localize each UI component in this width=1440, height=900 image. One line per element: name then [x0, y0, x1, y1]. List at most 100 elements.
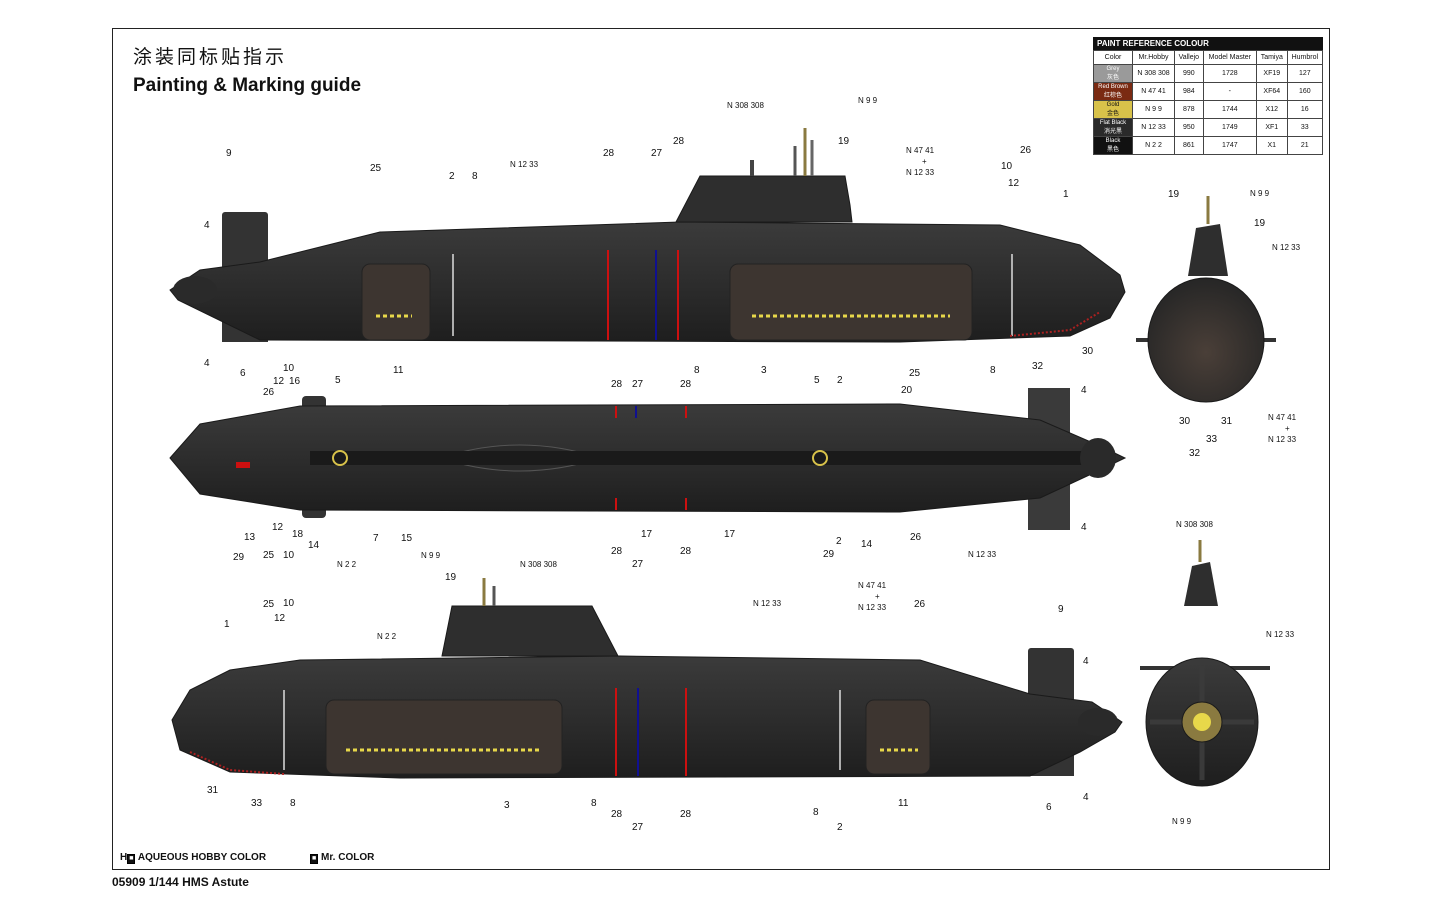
waterline-red — [1009, 311, 1101, 337]
part-number: 12 — [1008, 178, 1020, 189]
hatch — [812, 450, 828, 466]
callout-n1233: N 12 33 — [858, 603, 887, 612]
part-number: 10 — [283, 598, 295, 609]
part-number: 20 — [901, 385, 913, 396]
callout-n1233: N 12 33 — [968, 550, 997, 559]
callout-plus: + — [875, 592, 880, 601]
part-number: 12 — [274, 613, 286, 624]
part-number: 30 — [1179, 416, 1191, 427]
part-number: 25 — [909, 368, 921, 379]
part-number: 6 — [240, 368, 246, 379]
part-number: 11 — [898, 798, 909, 809]
cell: N 47 41 — [1132, 82, 1175, 101]
hull — [171, 655, 1123, 779]
part-number: 29 — [233, 552, 245, 563]
part-number: 27 — [632, 559, 644, 570]
callout-n99: N 9 9 — [421, 551, 441, 560]
cell: N 2 2 — [1132, 136, 1175, 155]
part-number: 2 — [837, 375, 843, 386]
part-number: 28 — [603, 148, 615, 159]
part-number: 28 — [673, 136, 685, 147]
callout-n1233: N 12 33 — [510, 160, 539, 169]
part-number: 17 — [724, 529, 736, 540]
callout-n99: N 9 9 — [1250, 189, 1270, 198]
part-number: 31 — [1221, 416, 1233, 427]
part-number: 10 — [283, 363, 295, 374]
part-numbers-view1: 9 25 2 8 28 27 28 19 26 10 12 1 4 4 6 11… — [204, 136, 1094, 379]
callouts: N 308 308 N 9 9 N 12 33 N 47 41 + N 12 3… — [337, 96, 1301, 826]
part-number: 27 — [632, 822, 644, 833]
part-number: 9 — [226, 148, 232, 159]
callout-n1233: N 12 33 — [1268, 435, 1297, 444]
part-number: 4 — [1083, 792, 1089, 803]
part-number: 25 — [263, 550, 275, 561]
mr-color-label: Mr. COLOR — [321, 852, 375, 863]
callout-plus: + — [922, 157, 927, 166]
callout-n1233: N 12 33 — [1266, 630, 1295, 639]
callout-n1233: N 12 33 — [753, 599, 782, 608]
part-number: 8 — [694, 365, 700, 376]
part-number: 4 — [1081, 385, 1087, 396]
upper-rudder — [222, 212, 268, 272]
callout-n22: N 2 2 — [337, 560, 357, 569]
chinese-title: 涂装同标贴指示 — [133, 46, 288, 68]
part-number: 28 — [680, 809, 692, 820]
product-line: 05909 1/144 HMS Astute — [112, 875, 249, 889]
part-number: 12 — [273, 376, 285, 387]
sail-front — [1188, 224, 1228, 276]
aqueous-prefix: H — [120, 852, 128, 863]
part-number: 3 — [504, 800, 510, 811]
part-number: 28 — [680, 546, 692, 557]
anechoic-panel — [325, 699, 563, 775]
part-number: 19 — [1254, 218, 1266, 229]
side-view-starboard — [169, 128, 1126, 343]
hatch — [332, 450, 348, 466]
propulsor-hub — [1193, 713, 1211, 731]
callout-n22: N 2 2 — [377, 632, 397, 641]
part-number: 4 — [204, 358, 210, 369]
callout-n1233: N 12 33 — [1272, 243, 1301, 252]
part-number: 13 — [244, 532, 256, 543]
callout-n4741: N 47 41 — [858, 581, 887, 590]
cell: 21 — [1286, 136, 1324, 155]
part-number: 7 — [373, 533, 379, 544]
part-number: 4 — [1081, 522, 1087, 533]
part-number: 14 — [861, 539, 873, 550]
callout-n99: N 9 9 — [858, 96, 878, 105]
part-number: 28 — [680, 379, 692, 390]
part-number: 3 — [761, 365, 767, 376]
part-number: 26 — [910, 532, 922, 543]
part-numbers-view3: 19 1 25 10 12 26 9 4 4 31 33 8 3 8 28 27… — [207, 572, 1089, 833]
part-number: 29 — [823, 549, 835, 560]
part-number: 2 — [837, 822, 843, 833]
part-number: 28 — [611, 809, 623, 820]
part-numbers-view2: 10 12 16 26 5 28 27 28 5 2 25 20 4 13 12… — [233, 363, 1087, 570]
part-number: 25 — [370, 163, 382, 174]
part-number: 32 — [1189, 448, 1201, 459]
callout-n1233: N 12 33 — [906, 168, 935, 177]
anechoic-panel — [729, 263, 973, 341]
sail — [441, 605, 619, 657]
part-number: 19 — [838, 136, 850, 147]
part-number: 31 — [207, 785, 219, 796]
top-view — [169, 388, 1127, 530]
callout-n4741: N 47 41 — [1268, 413, 1297, 422]
part-number: 15 — [401, 533, 413, 544]
callout-n99: N 9 9 — [1172, 817, 1192, 826]
part-number: 1 — [224, 619, 230, 630]
painting-guide-title: Painting & Marking guide — [133, 75, 362, 96]
cell: 1728 — [1202, 64, 1258, 83]
part-number: 12 — [272, 522, 284, 533]
part-number: 4 — [1083, 656, 1089, 667]
aqueous-legend: H■ AQUEOUS HOBBY COLOR — [120, 852, 266, 864]
upper-rudder — [1028, 648, 1074, 704]
part-number: 8 — [990, 365, 996, 376]
part-number: 30 — [1082, 346, 1094, 357]
